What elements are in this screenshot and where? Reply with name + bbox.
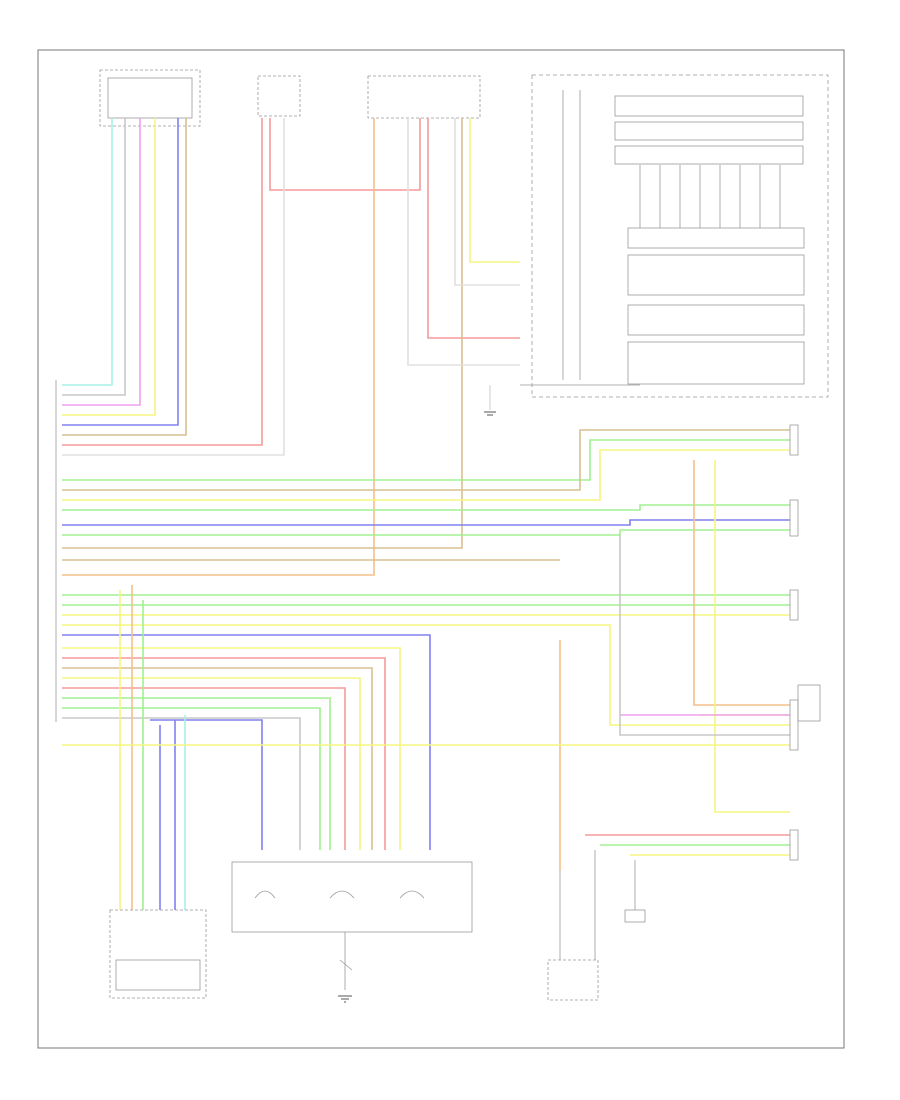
wire-green-2 — [62, 504, 790, 511]
wire-yellow-6 — [62, 647, 401, 850]
ground-symbol — [338, 995, 352, 1003]
lower-left-connector — [109, 909, 207, 999]
wire-blue-3 — [62, 634, 431, 850]
engine-control-module — [520, 74, 829, 398]
speed-sensor-2 — [789, 499, 799, 537]
wire-red-5 — [62, 687, 346, 850]
wire-yellow-5 — [62, 624, 790, 726]
wire-green-1 — [62, 439, 790, 481]
wire-gray-4 — [407, 118, 520, 366]
wire-blue-4 — [150, 719, 263, 850]
wire-yellow-10 — [714, 460, 790, 813]
wire-red-1 — [62, 118, 263, 446]
wire-yellow-3 — [62, 449, 790, 501]
wire-brown-1 — [62, 118, 187, 436]
wire-gray-6 — [62, 717, 301, 850]
wire-gray-1 — [62, 118, 126, 396]
top-right-connector — [367, 75, 481, 119]
wire-yellow-1 — [62, 118, 156, 416]
range-switch — [339, 932, 353, 990]
diagram-frame — [37, 49, 845, 1049]
wire-red-2 — [269, 118, 421, 191]
small-sensor — [624, 860, 646, 923]
wire-green-3 — [62, 529, 790, 536]
wire-gray-7 — [619, 535, 790, 736]
wire-green-7 — [62, 707, 321, 850]
wire-blue-2 — [62, 519, 790, 526]
output-speed-sensor — [789, 589, 799, 621]
wire-orange-1 — [62, 118, 375, 576]
right-connector-block — [789, 684, 821, 751]
wire-green-6 — [62, 697, 331, 850]
wire-pink-1 — [62, 118, 141, 406]
module-ground — [484, 411, 496, 416]
wire-blue-1 — [62, 118, 179, 426]
wire-yellow-7 — [62, 677, 361, 850]
wire-gray-3 — [454, 118, 520, 286]
wire-brown-5 — [62, 667, 373, 850]
wire-ltgrn-1 — [62, 118, 113, 386]
right-bottom-connector — [789, 829, 799, 861]
wire-red-3 — [427, 118, 520, 339]
wire-red-4 — [62, 657, 386, 850]
wire-orange-3 — [693, 460, 790, 706]
top-mid-connector — [257, 75, 301, 117]
transmission-solenoids — [231, 861, 473, 933]
shift-lock-connector — [547, 850, 599, 1001]
wire-brown-3 — [62, 429, 790, 491]
top-left-connector — [99, 69, 201, 127]
wire-gray-2 — [62, 118, 285, 456]
wire-brown-2 — [62, 118, 463, 549]
speed-sensor-1 — [789, 424, 799, 456]
wire-yellow-2 — [469, 118, 520, 263]
